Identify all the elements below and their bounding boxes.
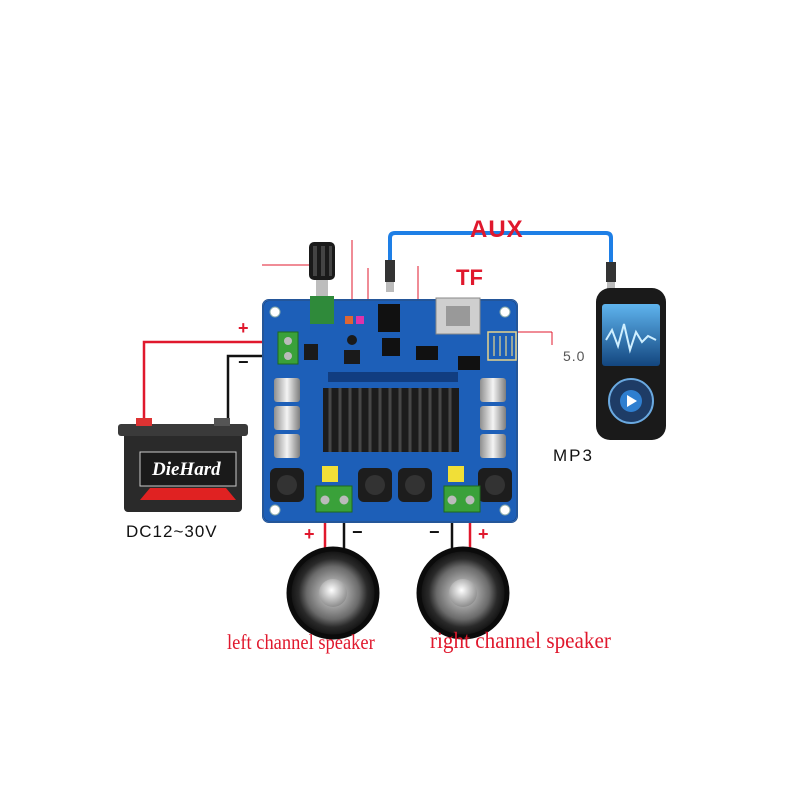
left-speaker [286, 546, 380, 640]
mp3-label: MP3 [553, 446, 594, 465]
power-wires [142, 340, 278, 430]
battery: DieHard [118, 418, 248, 512]
right-speaker [416, 546, 510, 640]
amplifier-board [262, 242, 518, 523]
power-voltage-label: DC12~30V [126, 522, 218, 541]
power-minus-sign: − [238, 352, 249, 372]
tf-label: TF [456, 265, 483, 290]
left-plus-sign: + [304, 524, 315, 544]
power-plus-sign: + [238, 318, 249, 338]
right-plus-sign: + [478, 524, 489, 544]
left-minus-sign: − [352, 522, 363, 542]
mp3-player [596, 288, 666, 440]
bluetooth-version-label: 5.0 [563, 348, 586, 364]
right-minus-sign: − [429, 522, 440, 542]
left-speaker-label: left channel speaker [227, 630, 375, 654]
right-speaker-label: right channel speaker [430, 628, 611, 653]
aux-cable [385, 231, 616, 292]
aux-label: AUX [470, 216, 524, 243]
svg-text:DieHard: DieHard [151, 459, 221, 480]
